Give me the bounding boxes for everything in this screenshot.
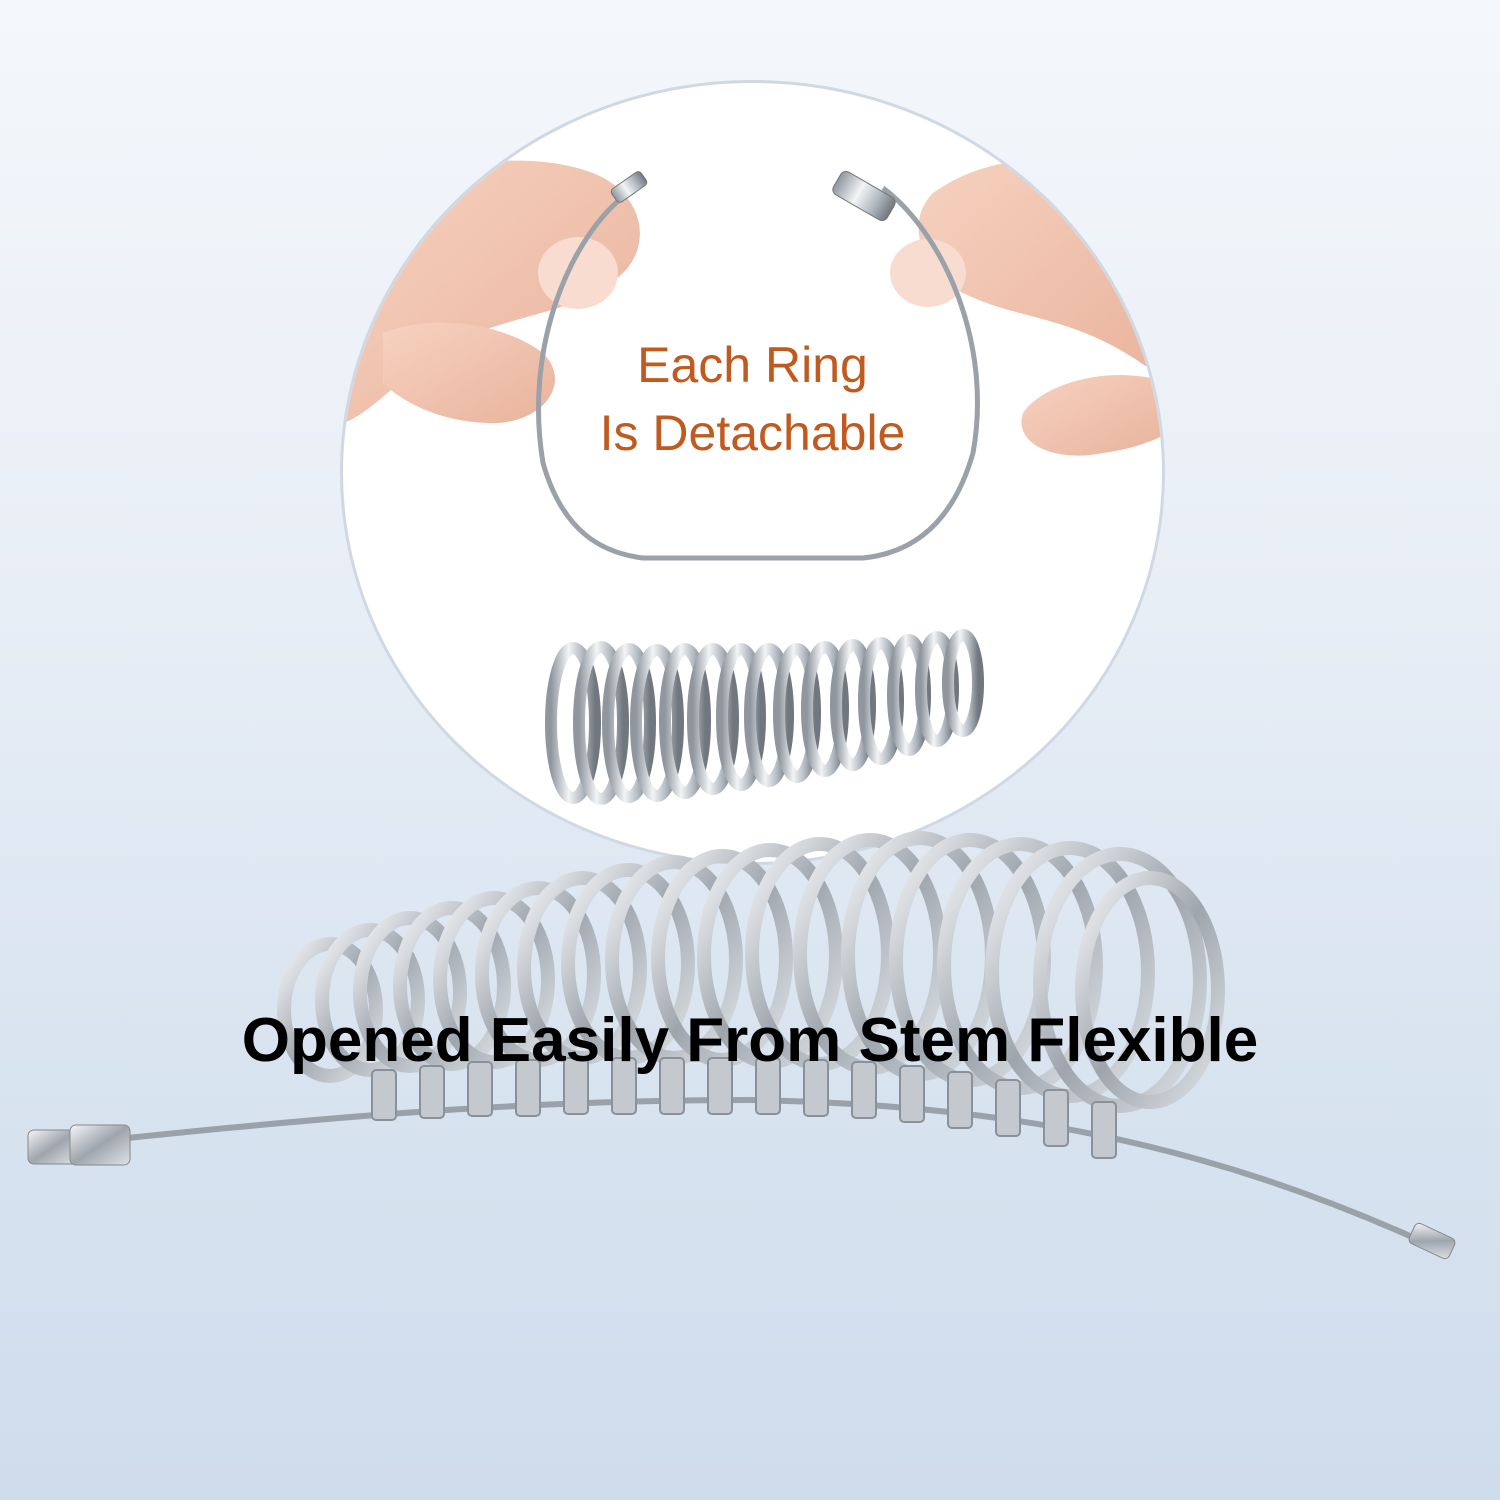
ring-size-tabs xyxy=(371,1057,1117,1159)
caption-line-2: Is Detachable xyxy=(599,405,906,461)
screw-clasp-left xyxy=(610,171,648,203)
detachable-photo-panel: Each Ring Is Detachable xyxy=(340,80,1165,865)
screw-clasp-right-end xyxy=(1408,1222,1456,1260)
screw-clasp-right xyxy=(832,170,896,222)
sizing-rings-hanging xyxy=(545,629,984,805)
wire-cable xyxy=(59,1096,1432,1248)
hands-holding-ring-gauge-illustration xyxy=(343,159,1162,805)
caption-line-1: Each Ring xyxy=(637,337,868,393)
screw-clasp-left-end xyxy=(27,1124,131,1166)
right-hand xyxy=(890,159,1162,456)
bottom-caption: Opened Easily From Stem Flexible xyxy=(241,1006,1259,1075)
steel-wire xyxy=(536,186,980,561)
